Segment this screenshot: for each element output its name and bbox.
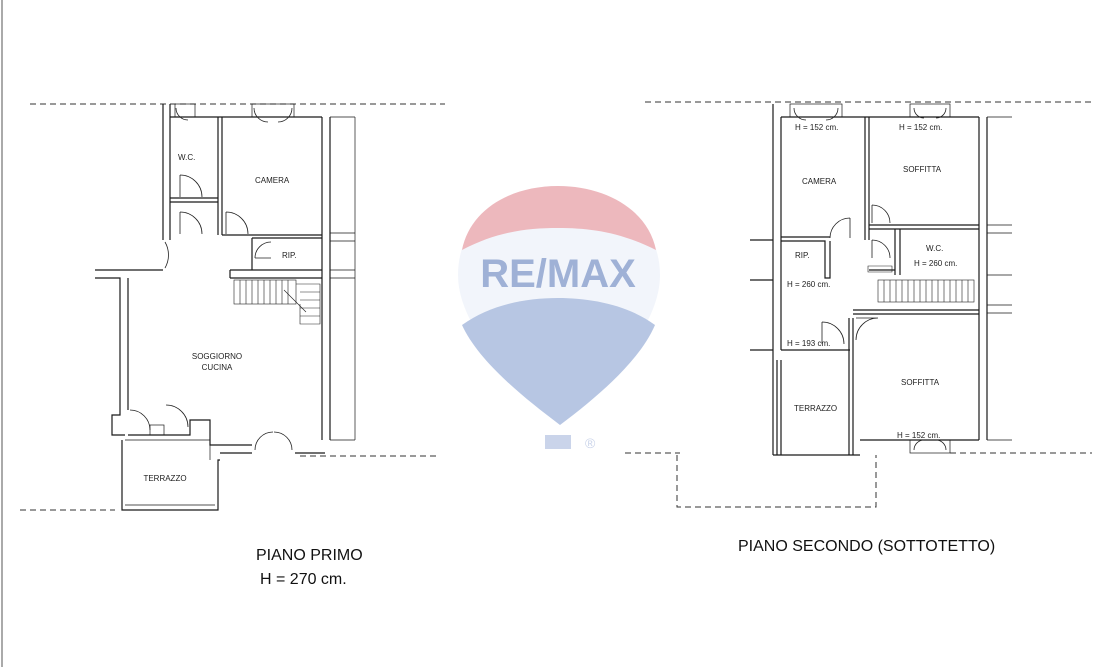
floor2-label-terrazzo: TERRAZZO — [794, 404, 837, 413]
floor2-staircase — [867, 265, 975, 303]
floor2-door-wc — [871, 239, 891, 259]
floor1-window-camera — [251, 103, 295, 118]
floor1-wall-west — [95, 269, 163, 436]
floor1-door-hall — [179, 211, 203, 235]
floor2-height-landing: H = 193 cm. — [787, 339, 830, 348]
floor2-window-swings-bottom — [913, 439, 947, 451]
floor1-neighbor-wall — [330, 116, 356, 441]
floor2-height-camera: H = 152 cm. — [795, 123, 838, 132]
floor2-wc-walls — [869, 229, 901, 275]
floor2-window-soffitta-bottom — [909, 439, 951, 454]
remax-watermark: RE/MAX ® — [458, 186, 660, 451]
floor1-terrace-parapet — [125, 439, 215, 506]
floor2-label-soffitta-top: SOFFITTA — [903, 165, 942, 174]
floor2-neighbor-partitions — [987, 116, 1012, 441]
floor2-window-camera — [789, 103, 843, 118]
floor1-title: PIANO PRIMO — [256, 547, 363, 564]
floor1-plan: W.C. CAMERA RIP. SOGGIORNO CUCINA TERRAZ… — [20, 103, 445, 588]
floor2-height-wc: H = 260 cm. — [914, 259, 957, 268]
balloon-red-band — [462, 186, 656, 250]
floor2-terrace-wall — [776, 360, 782, 455]
floor1-label-camera: CAMERA — [255, 176, 290, 185]
floor2-label-soffitta-bottom: SOFFITTA — [901, 378, 940, 387]
floor2-bottom-boundary — [676, 455, 877, 508]
floor2-partition-soffitta-wc — [869, 224, 979, 230]
floor1-door-camera — [225, 211, 249, 235]
floor1-wall-east — [321, 117, 331, 440]
floor1-doors-terrace — [129, 404, 189, 431]
floor1-height: H = 270 cm. — [260, 571, 347, 588]
floor2-door-soffitta — [871, 204, 891, 224]
floor2-door-soffitta-bottom — [855, 317, 879, 341]
floor2-partition-camera-soffitta — [864, 117, 870, 240]
watermark-brand: RE/MAX — [480, 252, 636, 296]
floor2-height-soffitta-bottom: H = 152 cm. — [897, 431, 940, 440]
floor1-wall-west-upper — [162, 104, 171, 240]
floor1-door-entrance — [164, 241, 169, 269]
floor2-plan: CAMERA SOFFITTA RIP. W.C. SOFFITTA TERRA… — [625, 101, 1095, 555]
floor2-label-rip: RIP. — [795, 251, 810, 260]
floor2-door-terrace — [821, 321, 845, 345]
floor1-door-rip — [254, 241, 272, 259]
floor2-title: PIANO SECONDO (SOTTOTETTO) — [738, 538, 995, 555]
floor1-window-south — [254, 431, 293, 451]
floor1-label-cucina: CUCINA — [202, 363, 233, 372]
floor2-neighbor-walls-west — [750, 239, 773, 351]
watermark-registered: ® — [585, 435, 596, 451]
floor2-wall-north-east — [781, 116, 988, 440]
balloon-blue-band — [462, 298, 655, 425]
floor1-label-rip: RIP. — [282, 251, 297, 260]
floor2-window-swings — [793, 107, 947, 121]
floor2-partition-soffitta-bottom — [781, 309, 979, 455]
floor1-window-wc — [174, 103, 196, 118]
floor1-partition-wc-camera — [217, 117, 223, 235]
floor1-label-soggiorno: SOGGIORNO — [192, 352, 242, 361]
floor1-terrace-step — [149, 424, 165, 436]
floor2-door-camera — [829, 217, 851, 239]
floor1-rip-walls — [251, 237, 322, 271]
floor1-staircase — [233, 279, 321, 325]
balloon-basket — [545, 435, 571, 449]
floor1-wall-south — [128, 419, 252, 446]
floor2-height-hall: H = 260 cm. — [787, 280, 830, 289]
floor1-door-wc — [179, 174, 203, 198]
floor1-neighbor-partitions — [330, 232, 355, 279]
floor1-label-wc: W.C. — [178, 153, 195, 162]
floor1-label-terrazzo: TERRAZZO — [143, 474, 186, 483]
floor1-corridor-wall — [229, 269, 322, 279]
floor2-window-soffitta — [909, 103, 951, 118]
floor1-window-swings — [175, 107, 293, 123]
floor2-label-camera: CAMERA — [802, 177, 837, 186]
floor1-terrace-walls — [121, 440, 220, 511]
floor1-partition-wc-south — [170, 197, 218, 203]
floor2-label-wc: W.C. — [926, 244, 943, 253]
floor2-height-soffitta-top: H = 152 cm. — [899, 123, 942, 132]
floor2-partition-rip — [781, 236, 831, 279]
